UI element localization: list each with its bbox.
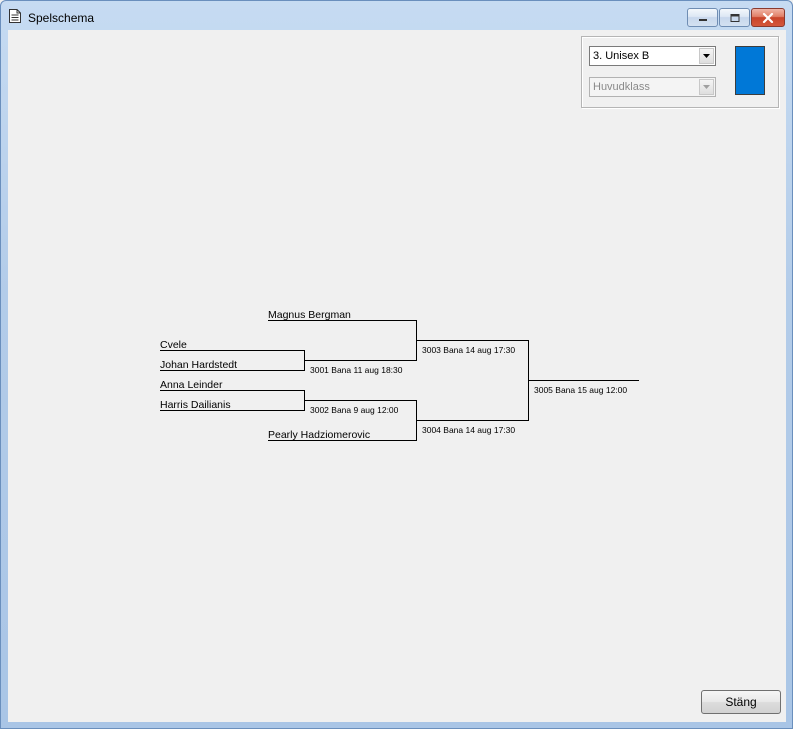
class-select[interactable]: 3. Unisex B [589,46,716,66]
match-labels: 3001 Bana 11 aug 18:30 3002 Bana 9 aug 1… [310,345,627,435]
player-name: Harris Dailianis [160,399,231,411]
player-name: Anna Leinder [160,379,223,391]
draw-select-dropdown-button [699,79,714,95]
draw-select-value: Huvudklass [593,81,650,93]
document-icon [9,9,21,23]
player-name: Magnus Bergman [268,309,351,321]
player-name: Pearly Hadziomerovic [268,429,370,441]
match-label-3003: 3003 Bana 14 aug 17:30 [422,345,515,355]
caption-buttons [687,8,785,27]
close-icon [762,12,774,23]
match-label-3004: 3004 Bana 14 aug 17:30 [422,425,515,435]
window-title: Spelschema [28,11,95,25]
player-name: Johan Hardstedt [160,359,237,371]
match-label-3001: 3001 Bana 11 aug 18:30 [310,365,403,375]
player-name: Cvele [160,339,187,351]
class-group-box [581,36,779,108]
chevron-down-icon [703,54,710,58]
match-label-3005: 3005 Bana 15 aug 12:00 [534,385,627,395]
close-window-button[interactable] [751,8,785,27]
maximize-icon [730,13,739,22]
client-area: 3. Unisex B Huvudklass [8,30,786,722]
class-color-swatch[interactable] [735,46,765,95]
chevron-down-icon [703,85,710,89]
maximize-button[interactable] [719,8,750,27]
title-bar[interactable]: Spelschema [1,1,792,30]
class-select-value: 3. Unisex B [593,50,650,62]
bracket-diagram: Magnus Bergman Cvele Johan Hardstedt Ann… [160,309,639,441]
minimize-button[interactable] [687,8,718,27]
player-names: Magnus Bergman Cvele Johan Hardstedt Ann… [160,309,370,441]
draw-select: Huvudklass [589,77,716,97]
bracket-lines [160,320,639,441]
match-label-3002: 3002 Bana 9 aug 12:00 [310,405,399,415]
class-select-dropdown-button[interactable] [699,48,714,64]
close-button[interactable]: Stäng [701,690,781,714]
minimize-icon [698,18,707,21]
